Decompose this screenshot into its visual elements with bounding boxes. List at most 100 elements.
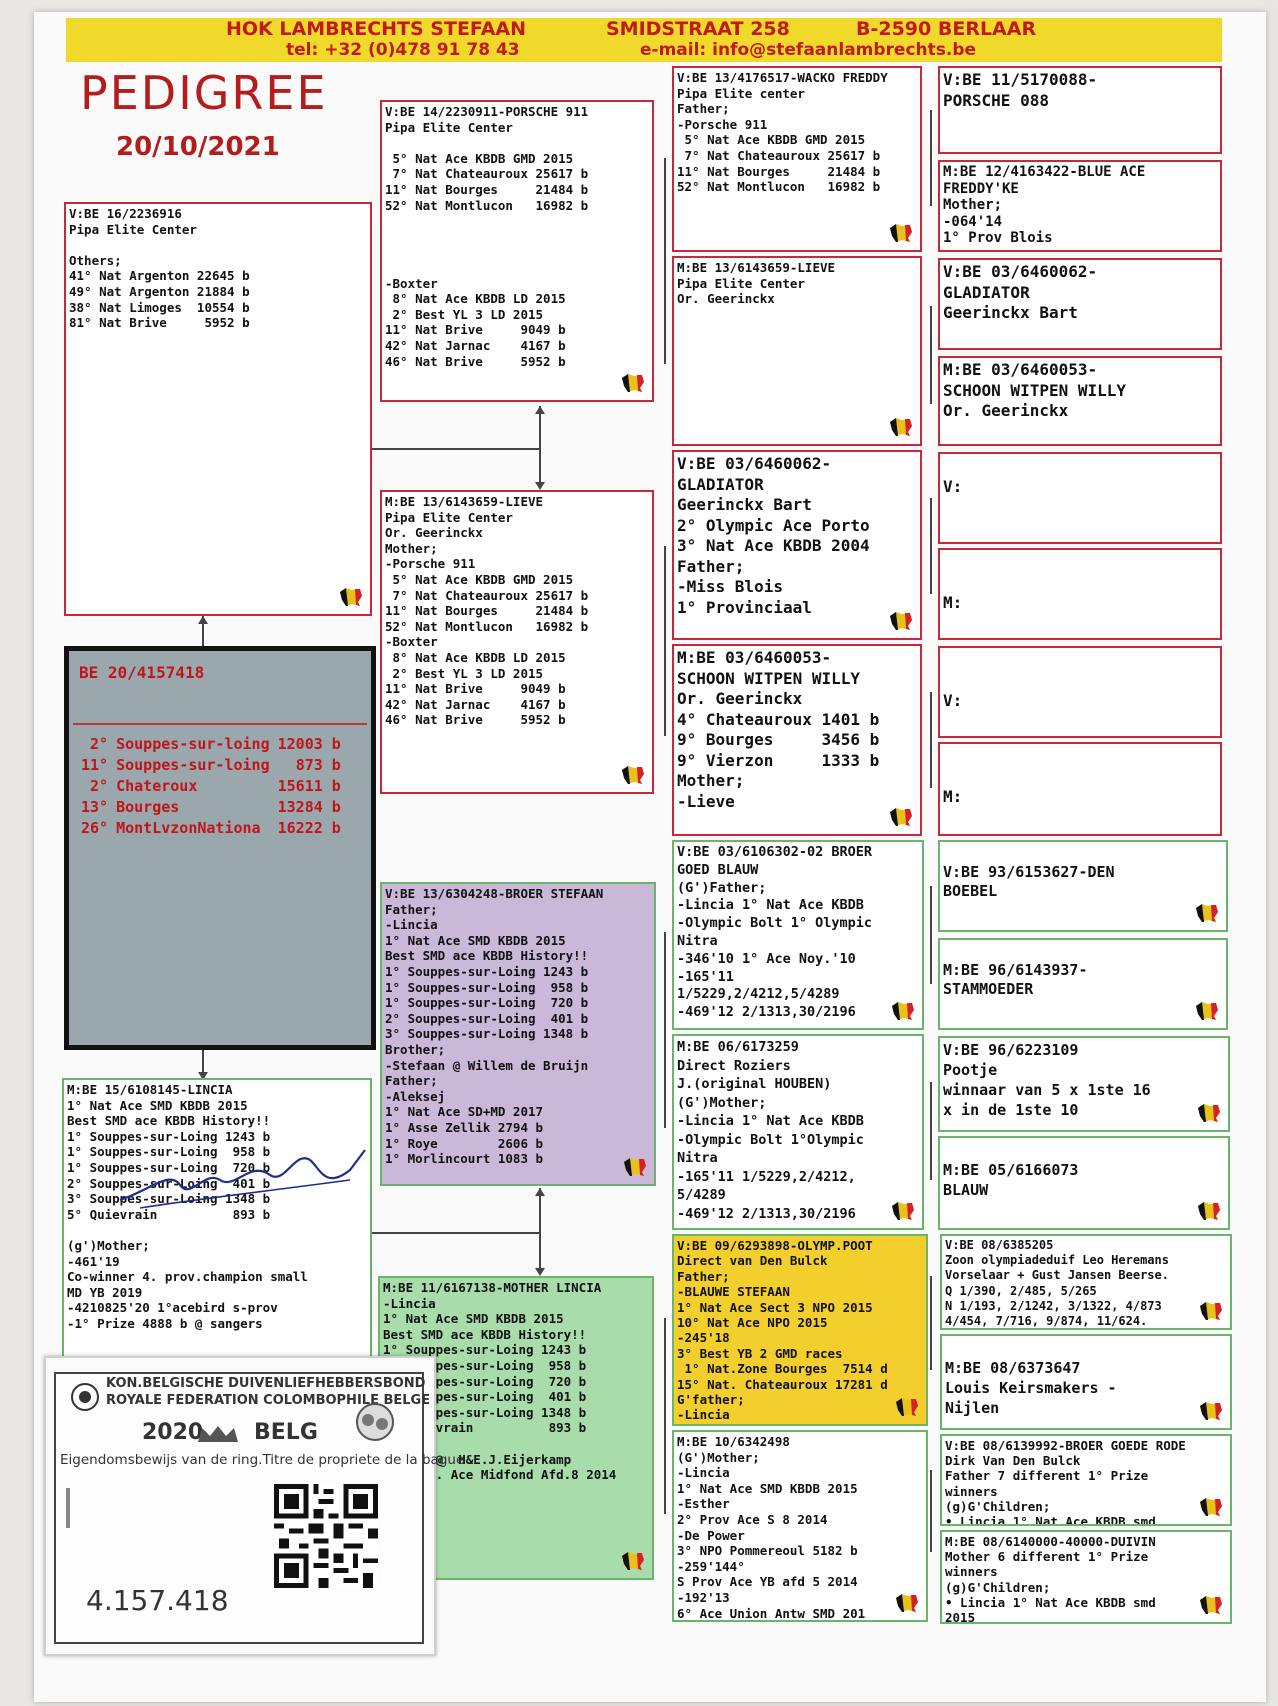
federation-name-nl: KON.BELGISCHE DUIVENLIEFHEBBERSBOND xyxy=(106,1376,426,1391)
federation-logo-icon xyxy=(71,1383,99,1411)
fm-father-text: V:BE 03/6460062- GLADIATOR Geerinckx Bar… xyxy=(677,454,870,617)
connector-line xyxy=(202,1050,204,1078)
bracket-line xyxy=(664,1318,666,1514)
gg-4-box: M:BE 03/6460053- SCHOON WITPEN WILLY Or.… xyxy=(938,356,1222,446)
arrow-up-icon xyxy=(198,616,208,624)
ff-father-text: V:BE 13/4176517-WACKO FREDDY Pipa Elite … xyxy=(677,70,888,195)
mm-father-text: V:BE 09/6293898-OLYMP.POOT Direct van De… xyxy=(677,1238,888,1423)
connector-line xyxy=(372,448,540,450)
gg-13-box: V:BE 08/6385205 Zoon olympiadeduif Leo H… xyxy=(940,1234,1232,1330)
mother-mother-box: M:BE 11/6167138-MOTHER LINCIA -Lincia 1°… xyxy=(378,1276,654,1580)
fm-mother-box: M:BE 03/6460053- SCHOON WITPEN WILLY Or.… xyxy=(672,644,922,836)
belgium-flag-icon xyxy=(890,808,912,826)
bracket-line xyxy=(664,932,666,1128)
page-title: PEDIGREE xyxy=(80,66,328,120)
father-mother-text: M:BE 13/6143659-LIEVE Pipa Elite Center … xyxy=(385,494,589,728)
loft-street: SMIDSTRAAT 258 xyxy=(606,18,790,40)
father-box: V:BE 16/2236916 Pipa Elite Center Others… xyxy=(64,202,372,616)
bracket-line xyxy=(930,692,932,788)
loft-email: e-mail: info@stefaanlambrechts.be xyxy=(640,40,977,60)
loft-phone: tel: +32 (0)478 91 78 43 xyxy=(286,40,520,60)
father-mother-box: M:BE 13/6143659-LIEVE Pipa Elite Center … xyxy=(380,490,654,794)
loft-name: HOK LAMBRECHTS STEFAAN xyxy=(226,18,527,40)
bracket-line xyxy=(930,306,932,404)
mf-father-box: V:BE 03/6106302-02 BROER GOED BLAUW (G')… xyxy=(672,840,924,1030)
ring-country: BELG xyxy=(254,1420,318,1445)
belgium-flag-icon xyxy=(622,1552,644,1570)
belgium-flag-icon xyxy=(890,418,912,436)
ring-number: 4.157.418 xyxy=(86,1584,229,1617)
qr-code-icon xyxy=(274,1484,378,1588)
connector-line xyxy=(202,616,204,648)
gg-1-box: V:BE 11/5170088- PORSCHE 088 xyxy=(938,66,1222,154)
belgium-flag-icon xyxy=(1200,1596,1222,1614)
belgium-flag-icon xyxy=(622,766,644,784)
mf-mother-box: M:BE 06/6173259 Direct Roziers J.(origin… xyxy=(672,1034,924,1230)
gg-9-box: V:BE 93/6153627-DEN BOEBEL xyxy=(938,840,1228,932)
fm-mother-text: M:BE 03/6460053- SCHOON WITPEN WILLY Or.… xyxy=(677,648,880,811)
gg-12-box: M:BE 05/6166073 BLAUW xyxy=(938,1136,1230,1230)
mm-mother-text: M:BE 10/6342498 (G')Mother; -Lincia 1° N… xyxy=(677,1434,866,1621)
belgium-flag-icon xyxy=(892,1002,914,1020)
mother-box: M:BE 15/6108145-LINCIA 1° Nat Ace SMD KB… xyxy=(62,1078,372,1368)
bracket-line xyxy=(930,886,932,984)
belgium-flag-icon xyxy=(896,1398,918,1416)
belgium-flag-icon xyxy=(1200,1302,1222,1320)
bracket-line xyxy=(930,110,932,206)
main-ring-number: BE 20/4157418 xyxy=(79,663,205,682)
connector-line xyxy=(539,406,541,488)
belgium-flag-icon xyxy=(1196,904,1218,922)
gg-2-box: M:BE 12/4163422-BLUE ACE FREDDY'KE Mothe… xyxy=(938,160,1222,252)
bracket-line xyxy=(930,1470,932,1552)
ff-father-box: V:BE 13/4176517-WACKO FREDDY Pipa Elite … xyxy=(672,66,922,252)
ring-year: 2020 xyxy=(142,1420,204,1445)
mother-father-box: V:BE 13/6304248-BROER STEFAAN Father; -L… xyxy=(380,882,656,1186)
arrow-down-icon xyxy=(198,1072,208,1080)
mm-mother-box: M:BE 10/6342498 (G')Mother; -Lincia 1° N… xyxy=(672,1430,928,1622)
ff-mother-text: M:BE 13/6143659-LIEVE Pipa Elite Center … xyxy=(677,260,836,307)
mother-father-text: V:BE 13/6304248-BROER STEFAAN Father; -L… xyxy=(385,886,604,1167)
arrow-up-icon xyxy=(535,406,545,414)
gg-14-box: M:BE 08/6373647 Louis Keirsmakers - Nijl… xyxy=(940,1334,1232,1430)
connector-line xyxy=(539,1188,541,1272)
gg-16-box: M:BE 08/6140000-40000-DUIVIN Mother 6 di… xyxy=(940,1530,1232,1624)
belgium-flag-icon xyxy=(892,1202,914,1220)
bracket-line xyxy=(664,158,666,364)
gg-15-box: V:BE 08/6139992-BROER GOEDE RODE Dirk Va… xyxy=(940,1434,1232,1526)
divider xyxy=(73,723,367,725)
mf-father-text: V:BE 03/6106302-02 BROER GOED BLAUW (G')… xyxy=(677,844,873,1021)
father-father-box: V:BE 14/2230911-PORSCHE 911 Pipa Elite C… xyxy=(380,100,654,402)
arrow-up-icon xyxy=(535,1188,545,1196)
gg-8-box: M: xyxy=(938,742,1222,836)
ownership-text: Eigendomsbewijs van de ring.Titre de pro… xyxy=(60,1452,465,1468)
belgium-flag-icon xyxy=(896,1594,918,1612)
belgium-flag-icon xyxy=(890,224,912,242)
gg-10-box: M:BE 96/6143937- STAMMOEDER xyxy=(938,938,1228,1030)
arrow-down-icon xyxy=(535,482,545,490)
pedigree-date: 20/10/2021 xyxy=(116,132,280,162)
seal-logo-icon xyxy=(356,1403,394,1441)
gg-11-box: V:BE 96/6223109 Pootje winnaar van 5 x 1… xyxy=(938,1036,1230,1132)
ring-ownership-card: KON.BELGISCHE DUIVENLIEFHEBBERSBOND ROYA… xyxy=(44,1356,464,1656)
ff-mother-box: M:BE 13/6143659-LIEVE Pipa Elite Center … xyxy=(672,256,922,446)
belgium-flag-icon xyxy=(1200,1402,1222,1420)
father-father-text: V:BE 14/2230911-PORSCHE 911 Pipa Elite C… xyxy=(385,104,589,369)
mf-mother-text: M:BE 06/6173259 Direct Roziers J.(origin… xyxy=(677,1039,864,1222)
belgium-flag-icon xyxy=(1198,1104,1220,1122)
fm-father-box: V:BE 03/6460062- GLADIATOR Geerinckx Bar… xyxy=(672,450,922,640)
bracket-line xyxy=(930,498,932,594)
father-text: V:BE 16/2236916 Pipa Elite Center Others… xyxy=(69,206,250,331)
loft-city: B-2590 BERLAAR xyxy=(856,18,1037,40)
belgium-flag-icon xyxy=(340,588,362,606)
crown-icon xyxy=(198,1426,238,1442)
mm-father-box: V:BE 09/6293898-OLYMP.POOT Direct van De… xyxy=(672,1234,928,1426)
bracket-line xyxy=(664,546,666,736)
punch-mark xyxy=(66,1488,70,1528)
